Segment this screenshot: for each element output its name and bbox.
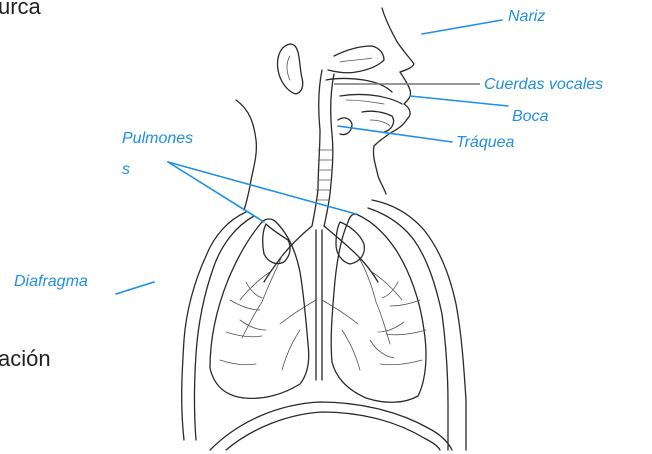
boca-pointer	[410, 96, 508, 106]
traquea-pointer	[338, 126, 452, 142]
diafragma-pointer	[116, 282, 154, 294]
label-pulmones-continuation: s	[122, 159, 130, 181]
label-diafragma: Diafragma	[14, 271, 88, 293]
bronchi	[240, 226, 402, 380]
label-cuerdas-vocales: Cuerdas vocales	[484, 74, 603, 96]
label-pulmones: Pulmones	[122, 128, 193, 150]
pulmones-pointer-left	[168, 162, 264, 222]
left-lung	[210, 219, 309, 398]
nasal-cavity	[326, 46, 402, 132]
annotation-pointers	[116, 20, 508, 294]
label-nariz: Nariz	[508, 6, 545, 28]
nariz-pointer	[422, 20, 502, 34]
label-boca: Boca	[512, 106, 548, 128]
trachea	[312, 70, 352, 226]
label-traquea: Tráquea	[456, 132, 514, 154]
